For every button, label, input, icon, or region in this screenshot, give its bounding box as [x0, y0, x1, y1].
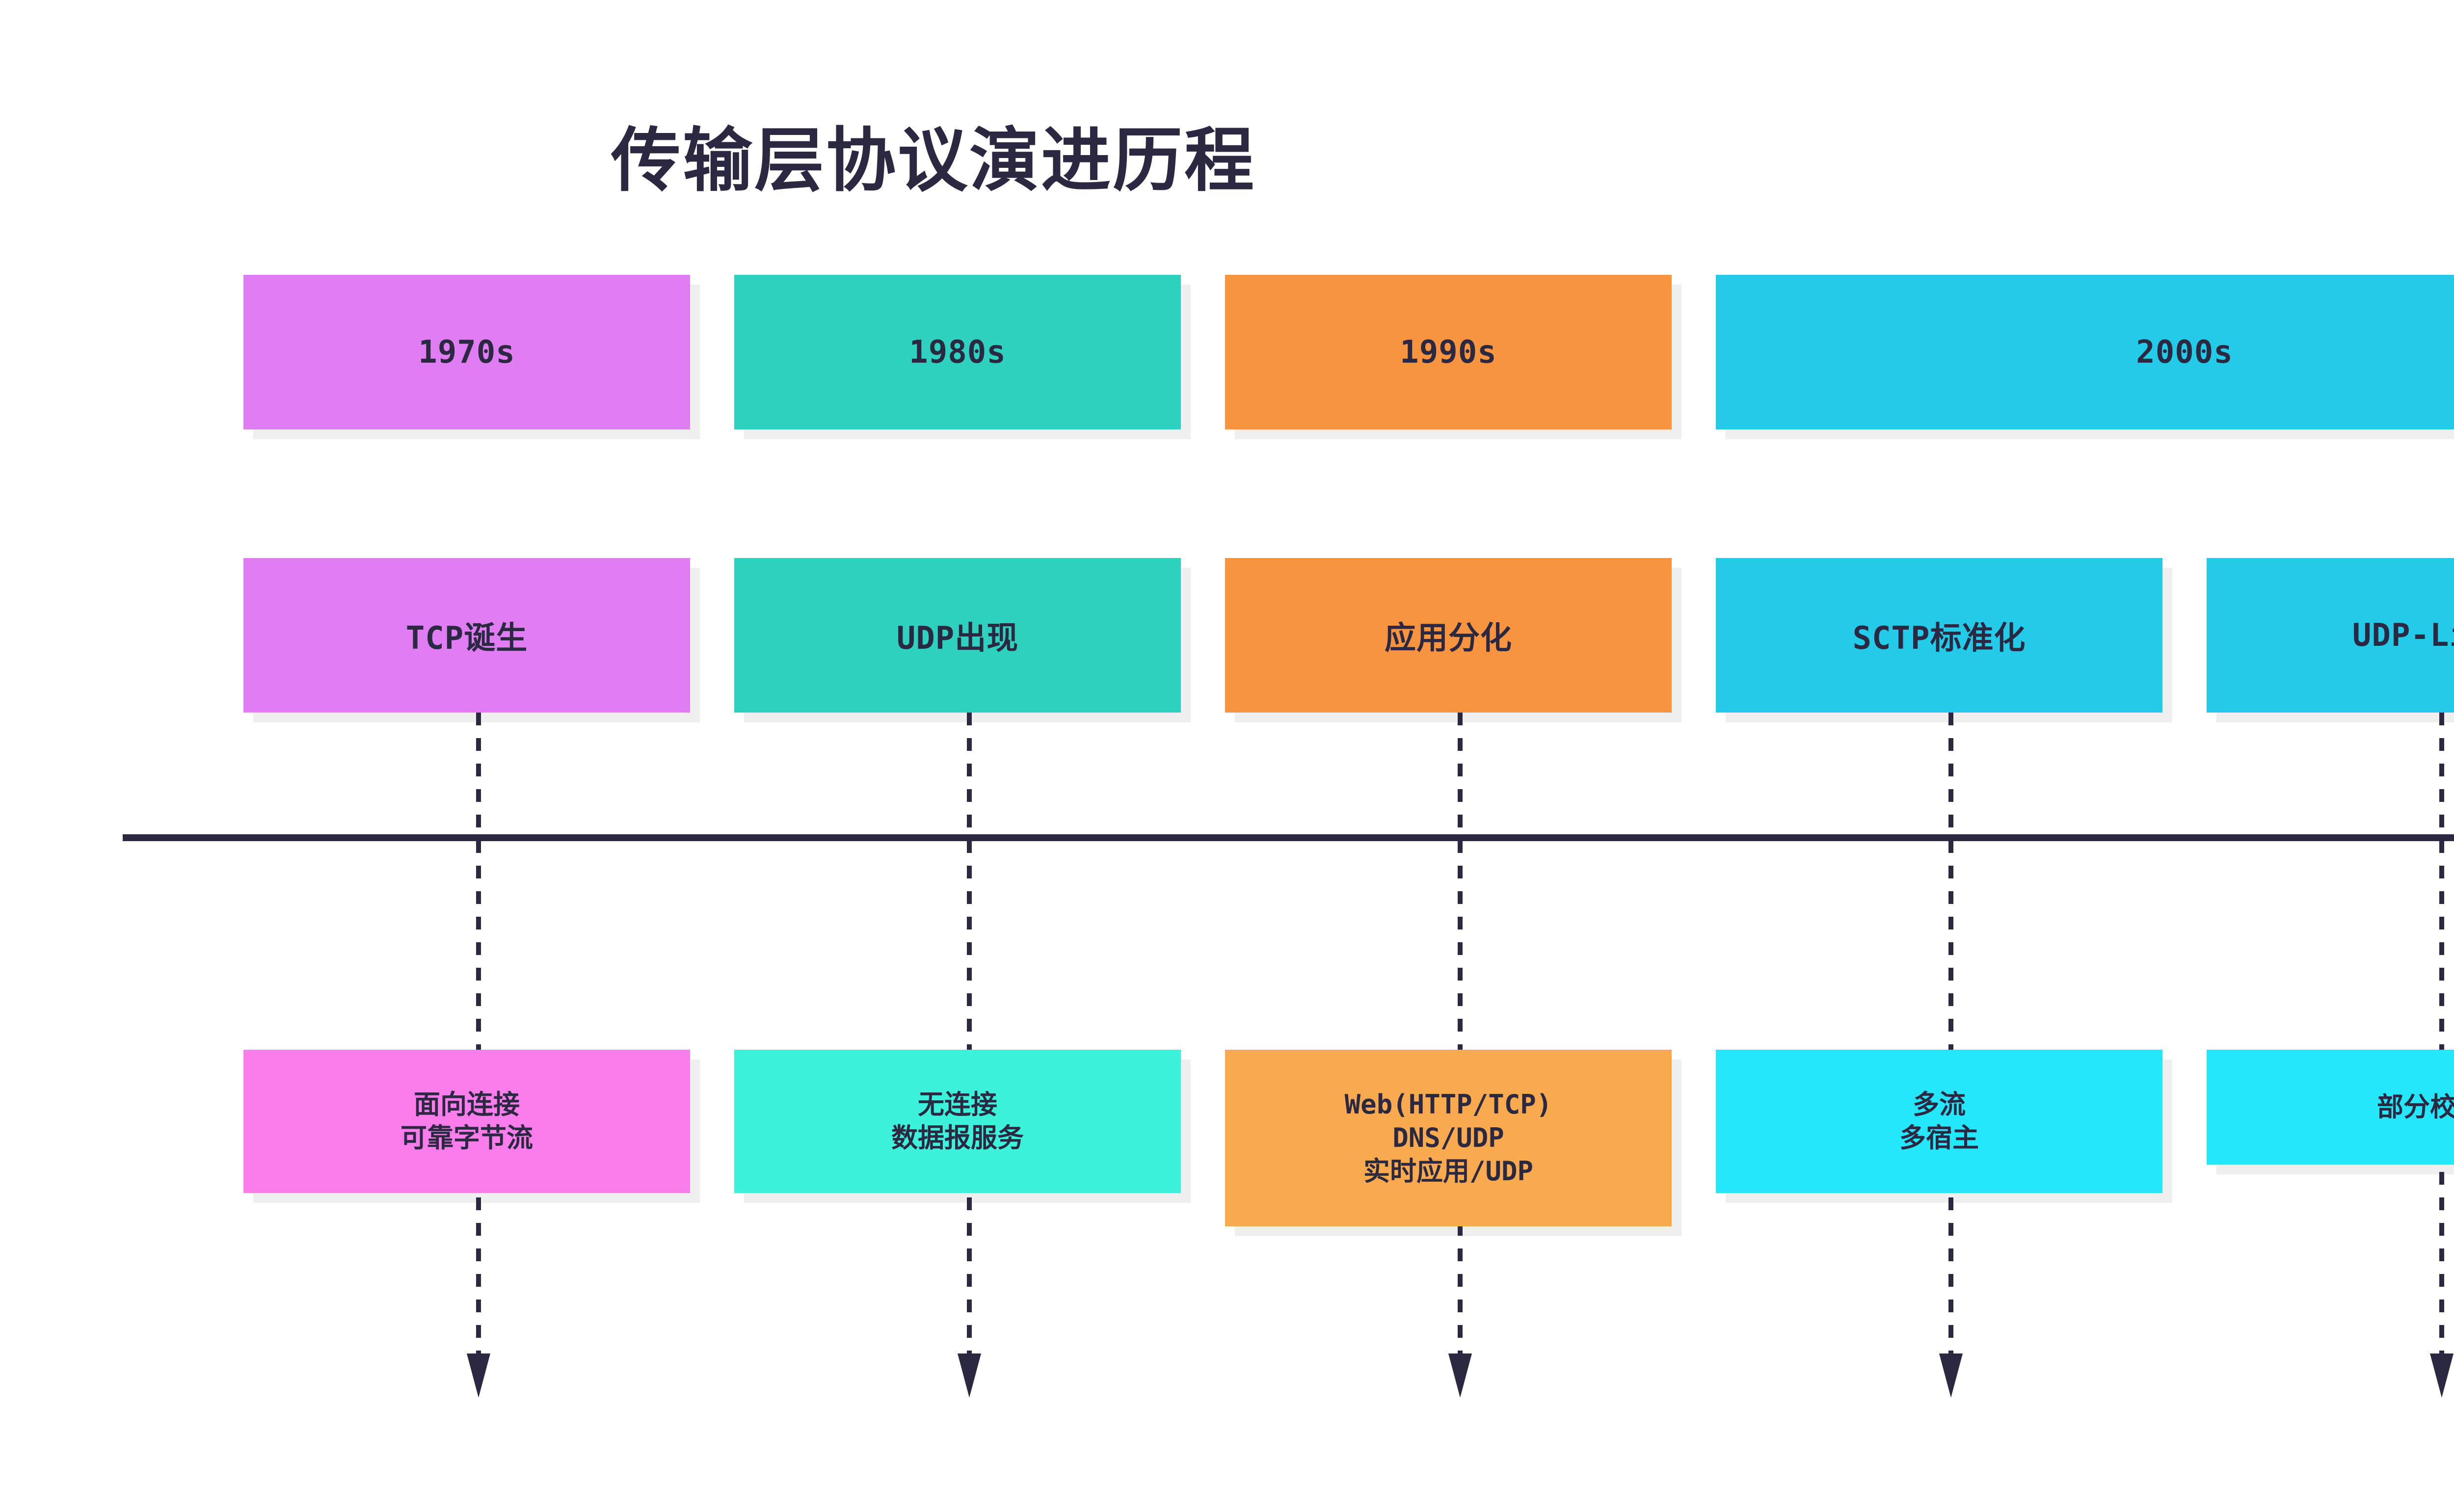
detail-box-sctp-features: 多流 多宿主: [1716, 1050, 2172, 1203]
protocol-box-tcp: TCP诞生: [243, 558, 700, 722]
protocol-label: 应用分化: [1385, 620, 1512, 657]
detail-line: 实时应用/UDP: [1363, 1156, 1534, 1187]
connector-arrowhead: [1448, 1353, 1472, 1398]
protocol-box-udp: UDP出现: [734, 558, 1191, 722]
connector-dashed-line: [2439, 713, 2444, 1354]
era-box-1990s: 1990s: [1225, 275, 1681, 439]
era-box-2000s: 2000s: [1716, 275, 2454, 439]
connector-dashed-line: [1948, 713, 1953, 1354]
detail-box-tcp-features: 面向连接 可靠字节流: [243, 1050, 700, 1203]
detail-line: 部分校验: [2377, 1091, 2454, 1122]
detail-line: Web(HTTP/TCP): [1344, 1089, 1552, 1120]
detail-box-udp-features: 无连接 数据报服务: [734, 1050, 1191, 1203]
detail-line: 多流: [1913, 1089, 1966, 1120]
detail-line: 面向连接: [414, 1089, 520, 1120]
era-box-1980s: 1980s: [734, 275, 1191, 439]
era-box-1970s: 1970s: [243, 275, 700, 439]
era-label: 2000s: [2136, 334, 2233, 371]
era-label: 1990s: [1400, 334, 1497, 371]
detail-line: DNS/UDP: [1392, 1122, 1504, 1153]
connector-dashed-line: [1458, 713, 1463, 1354]
protocol-label: TCP诞生: [405, 620, 528, 657]
protocol-box-udp-lite: UDP-Lite: [2207, 558, 2454, 722]
protocol-box-app-split: 应用分化: [1225, 558, 1681, 722]
connector-arrowhead: [1939, 1353, 1963, 1398]
era-label: 1970s: [418, 334, 515, 371]
era-label: 1980s: [909, 334, 1006, 371]
protocol-box-sctp: SCTP标准化: [1716, 558, 2172, 722]
protocol-label: UDP-Lite: [2352, 617, 2454, 654]
protocol-label: SCTP标准化: [1852, 620, 2026, 657]
connector-dashed-line: [476, 713, 481, 1354]
detail-box-app-split-features: Web(HTTP/TCP) DNS/UDP 实时应用/UDP: [1225, 1050, 1681, 1236]
timeline-axis: [123, 834, 2454, 841]
diagram-title: 传输层协议演进历程: [611, 120, 1256, 201]
connector-arrowhead: [2430, 1353, 2454, 1398]
detail-line: 可靠字节流: [400, 1122, 533, 1153]
detail-line: 多宿主: [1899, 1122, 1979, 1153]
detail-line: 数据报服务: [891, 1122, 1024, 1153]
connector-dashed-line: [967, 713, 972, 1354]
protocol-label: UDP出现: [896, 620, 1019, 657]
connector-arrowhead: [467, 1353, 490, 1398]
detail-box-udp-lite-features: 部分校验: [2207, 1050, 2454, 1174]
detail-line: 无连接: [918, 1089, 997, 1120]
connector-arrowhead: [958, 1353, 981, 1398]
